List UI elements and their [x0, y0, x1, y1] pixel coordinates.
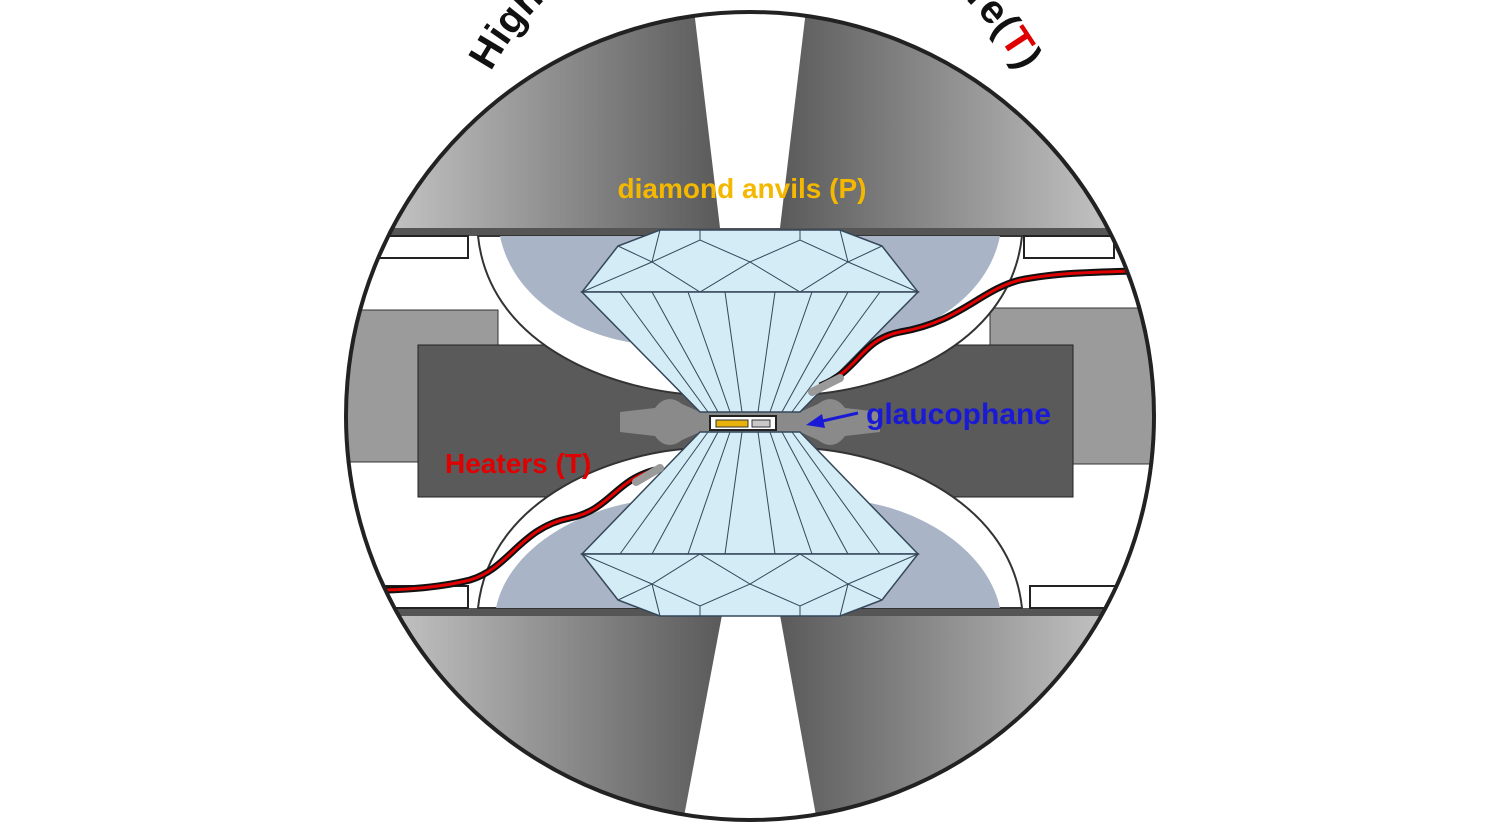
lower-diamond-facets: [581, 431, 919, 617]
sample-label: glaucophane: [866, 398, 1051, 431]
upper-diamond-facets: [581, 229, 919, 413]
anvils-label: diamond anvils (P): [618, 173, 867, 204]
heaters-label: Heaters (T): [445, 448, 591, 479]
cell-body-bottom-left: [346, 615, 722, 820]
heater-wire-upper: [808, 266, 1154, 396]
sample-crystal: [715, 419, 749, 428]
cell-body-bottom-right: [780, 615, 1154, 820]
arrow-icon: [806, 411, 859, 428]
heater-wire-lower: [346, 464, 664, 596]
pressure-marker: [751, 419, 771, 428]
cell-outline: [344, 10, 1156, 822]
